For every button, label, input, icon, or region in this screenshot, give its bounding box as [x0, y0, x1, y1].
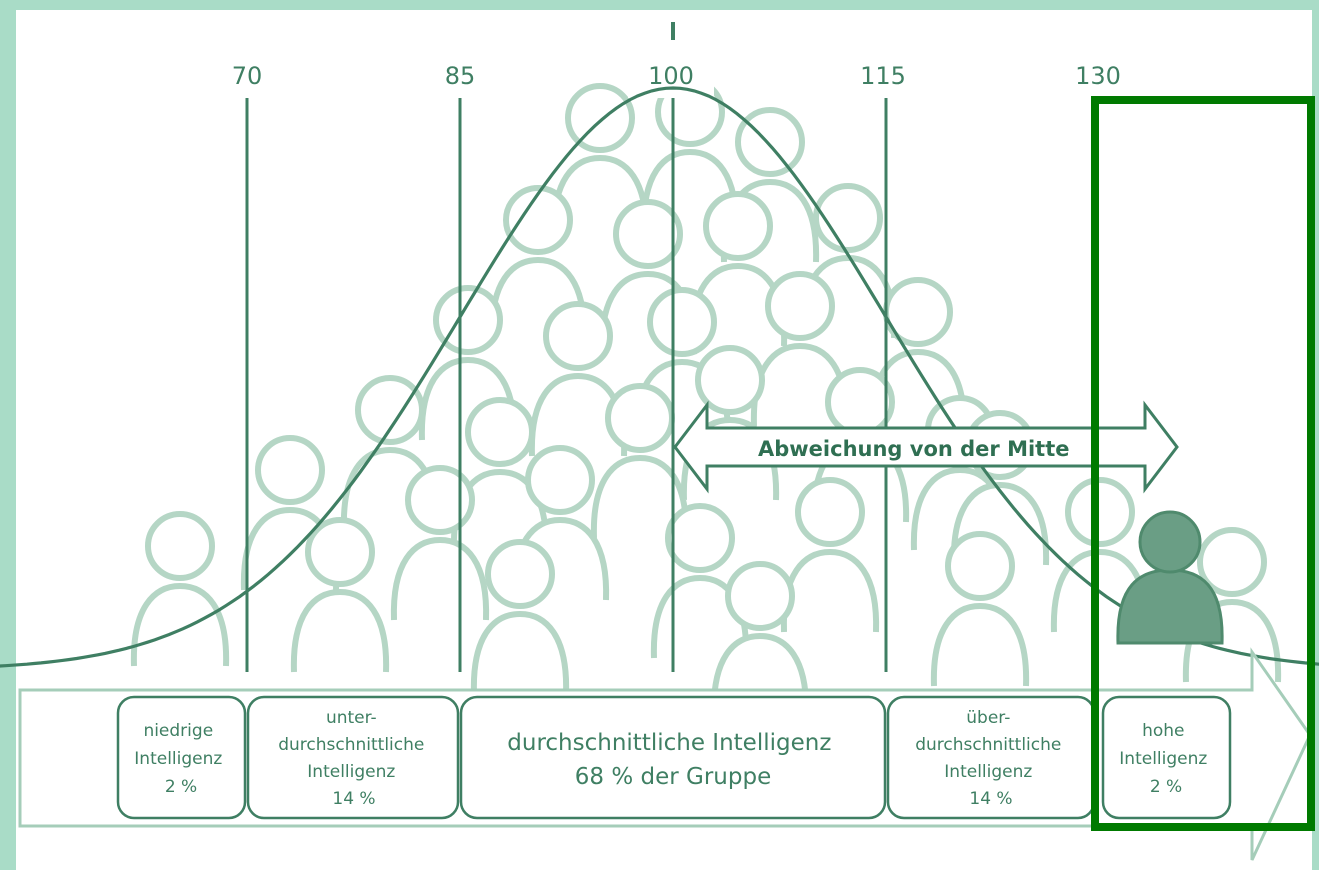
- band-average-line-2: 68 % der Gruppe: [575, 764, 771, 790]
- person-head: [665, 503, 735, 573]
- deviation-arrow: Abweichung von der Mitte: [673, 400, 1179, 494]
- person-head: [825, 367, 895, 437]
- band-above-line-1: über-: [966, 708, 1010, 728]
- frame-right: [1312, 0, 1319, 870]
- band-high-line-2: Intelligenz: [1119, 749, 1207, 769]
- deviation-label: Abweichung von der Mitte: [758, 437, 1070, 461]
- band-below-line-4: 14 %: [332, 789, 375, 809]
- person-head: [1197, 527, 1267, 597]
- person-head: [525, 445, 595, 515]
- person-head: [485, 539, 555, 609]
- person-head: [145, 511, 215, 581]
- person-head: [355, 375, 425, 445]
- band-low-line-1: niedrige: [143, 721, 213, 741]
- person-head: [647, 287, 717, 357]
- band-above-line-2: durchschnittliche: [915, 735, 1061, 755]
- person-icon: [450, 397, 550, 553]
- band-above-line-4: 14 %: [969, 789, 1012, 809]
- person-head: [565, 83, 635, 153]
- tick-label-70: 70: [232, 62, 263, 90]
- person-head: [795, 477, 865, 547]
- person-head: [405, 465, 475, 535]
- band-below-line-1: unter-: [326, 708, 377, 728]
- band-box-average: [459, 695, 887, 820]
- highlighted-person-head: [1138, 510, 1202, 574]
- person-head: [703, 191, 773, 261]
- person-icon: [130, 511, 230, 667]
- person-head: [945, 531, 1015, 601]
- person-head: [813, 183, 883, 253]
- person-body: [470, 610, 570, 695]
- person-head: [613, 199, 683, 269]
- band-label-high: hohe Intelligenz 2 %: [1119, 721, 1212, 797]
- person-head: [695, 345, 765, 415]
- frame-left: [0, 0, 16, 870]
- tick-label-100: 100: [648, 62, 694, 90]
- person-icon: [930, 531, 1030, 687]
- tick-label-130: 130: [1075, 62, 1121, 90]
- tick-labels: 70 85 115 130 100: [232, 62, 1121, 90]
- highlight-rectangle: [1091, 96, 1315, 831]
- frame-top: [0, 0, 1319, 10]
- person-head: [503, 185, 573, 255]
- person-body: [390, 536, 490, 621]
- person-body: [780, 548, 880, 633]
- band-label-average: durchschnittliche Intelligenz 68 % der G…: [507, 730, 838, 790]
- person-head: [255, 435, 325, 505]
- person-head: [1065, 477, 1135, 547]
- bands: niedrige Intelligenz 2 % unter- durchsch…: [116, 695, 1232, 820]
- person-body: [290, 588, 390, 673]
- tick-label-115: 115: [860, 62, 906, 90]
- person-head: [433, 285, 503, 355]
- person-icon: [780, 477, 880, 633]
- band-box-below-average: [246, 695, 460, 820]
- person-head: [465, 397, 535, 467]
- band-high-line-3: 2 %: [1150, 777, 1182, 797]
- band-label-above-average: über- durchschnittliche Intelligenz 14 %: [915, 708, 1067, 809]
- double-arrow-shape: [673, 400, 1179, 494]
- person-body: [130, 582, 230, 667]
- highlighted-person-icon: [1116, 510, 1224, 645]
- person-head: [543, 301, 613, 371]
- band-high-line-1: hohe: [1142, 721, 1184, 741]
- band-label-low: niedrige Intelligenz 2 %: [134, 721, 227, 797]
- person-body: [930, 602, 1030, 687]
- person-head: [765, 271, 835, 341]
- person-head: [735, 107, 805, 177]
- person-icon: [290, 517, 390, 673]
- person-head: [305, 517, 375, 587]
- band-above-line-3: Intelligenz: [944, 762, 1032, 782]
- band-low-line-2: Intelligenz: [134, 749, 222, 769]
- person-head: [605, 383, 675, 453]
- band-below-line-2: durchschnittliche: [278, 735, 424, 755]
- iq-lines: [245, 22, 888, 672]
- person-icon: [528, 301, 628, 457]
- person-head: [725, 561, 795, 631]
- person-icon: [390, 465, 490, 621]
- person-icon: [650, 503, 750, 659]
- band-box-low: [116, 695, 247, 820]
- band-average-line-1: durchschnittliche Intelligenz: [507, 730, 831, 756]
- person-icon: [470, 539, 570, 695]
- tick-label-85: 85: [445, 62, 476, 90]
- band-box-high: [1101, 695, 1232, 820]
- band-label-below-average: unter- durchschnittliche Intelligenz 14 …: [278, 708, 430, 809]
- band-below-line-3: Intelligenz: [307, 762, 395, 782]
- band-low-line-3: 2 %: [165, 777, 197, 797]
